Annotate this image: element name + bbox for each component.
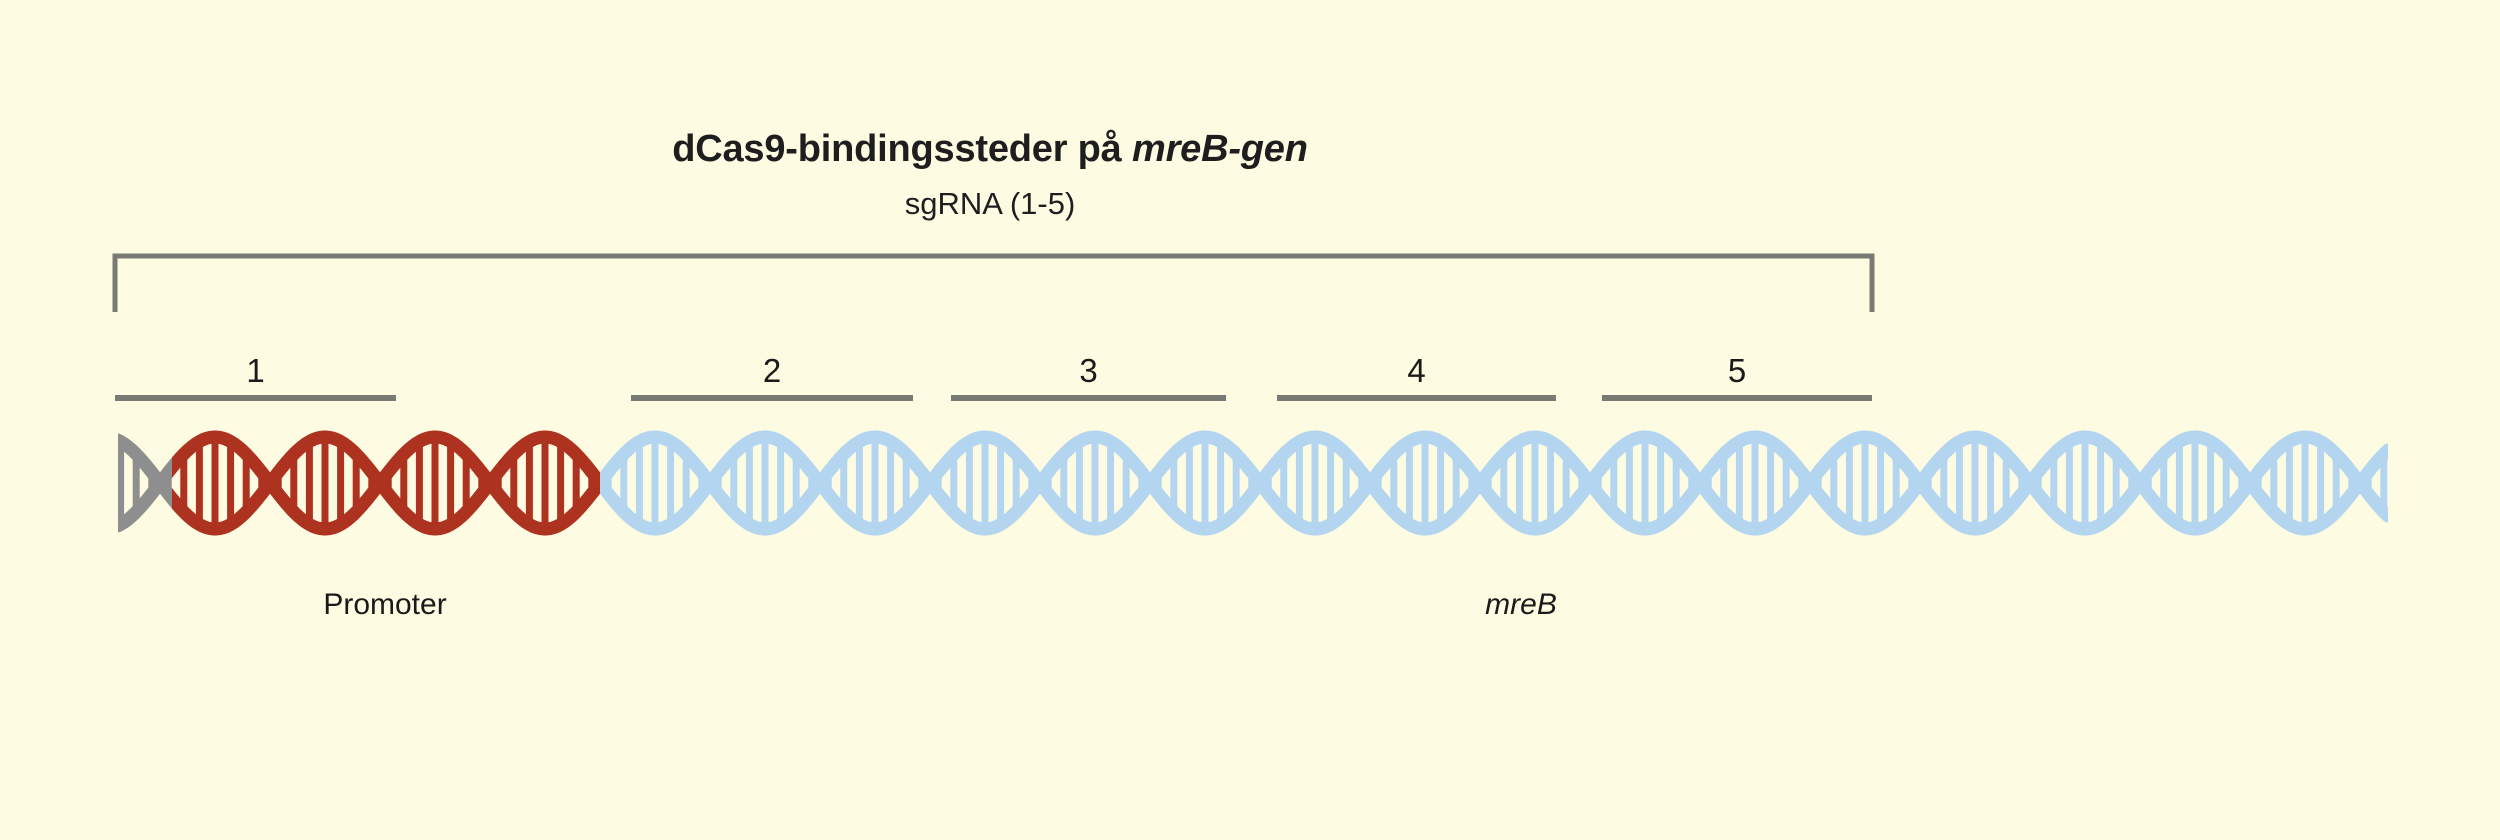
figure-title-prefix: dCas9-bindingssteder på: [672, 128, 1132, 170]
sgrna-site-bars: [115, 395, 1872, 401]
dna-segment-mreb-gene: [600, 430, 2388, 536]
sgrna-number-1: 1: [246, 352, 265, 389]
sgrna-site-bar-3: [951, 395, 1226, 401]
sgrna-site-bar-2: [631, 395, 913, 401]
figure-title-gene: mreB-gen: [1131, 128, 1308, 170]
figure-subtitle: sgRNA (1-5): [904, 186, 1076, 221]
dna-segment-upstream-gray: [118, 433, 172, 533]
figure-title: dCas9-bindingssteder på mreB-gen: [0, 128, 1980, 171]
sgrna-number-4: 4: [1407, 352, 1426, 389]
dna-segment-promoter: [172, 430, 600, 536]
promoter-label: Promoter: [323, 588, 447, 621]
sgrna-site-bar-4: [1277, 395, 1556, 401]
sgrna-span-bracket: [112, 253, 1875, 312]
sgrna-site-bar-1: [115, 395, 396, 401]
sgrna-site-bar-5: [1602, 395, 1872, 401]
sgrna-number-5: 5: [1727, 352, 1747, 389]
mreb-label: mreB: [1485, 588, 1557, 621]
sgrna-number-2: 2: [762, 352, 782, 389]
sgrna-number-3: 3: [1079, 352, 1098, 389]
